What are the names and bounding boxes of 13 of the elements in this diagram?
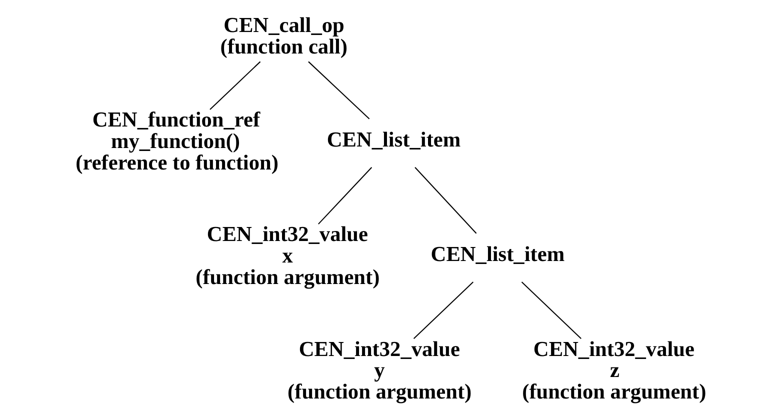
connector [520, 282, 581, 340]
node-text: CEN_list_item [326, 128, 460, 152]
node-text: CEN_int32_value y (function argument) [287, 336, 472, 404]
connector [414, 167, 476, 234]
node-text: CEN_call_op (function call) [220, 12, 348, 58]
node-text: CEN_function_ref my_function() (reference to function) [75, 108, 278, 174]
connector [318, 167, 372, 224]
node-text: CEN_int32_value z (function argument) [522, 336, 706, 404]
connector [412, 282, 474, 340]
connector [308, 61, 370, 120]
node-text: CEN_list_item [430, 242, 564, 266]
node-text: CEN_int32_value x (function argument) [195, 222, 380, 289]
connector [209, 61, 260, 110]
